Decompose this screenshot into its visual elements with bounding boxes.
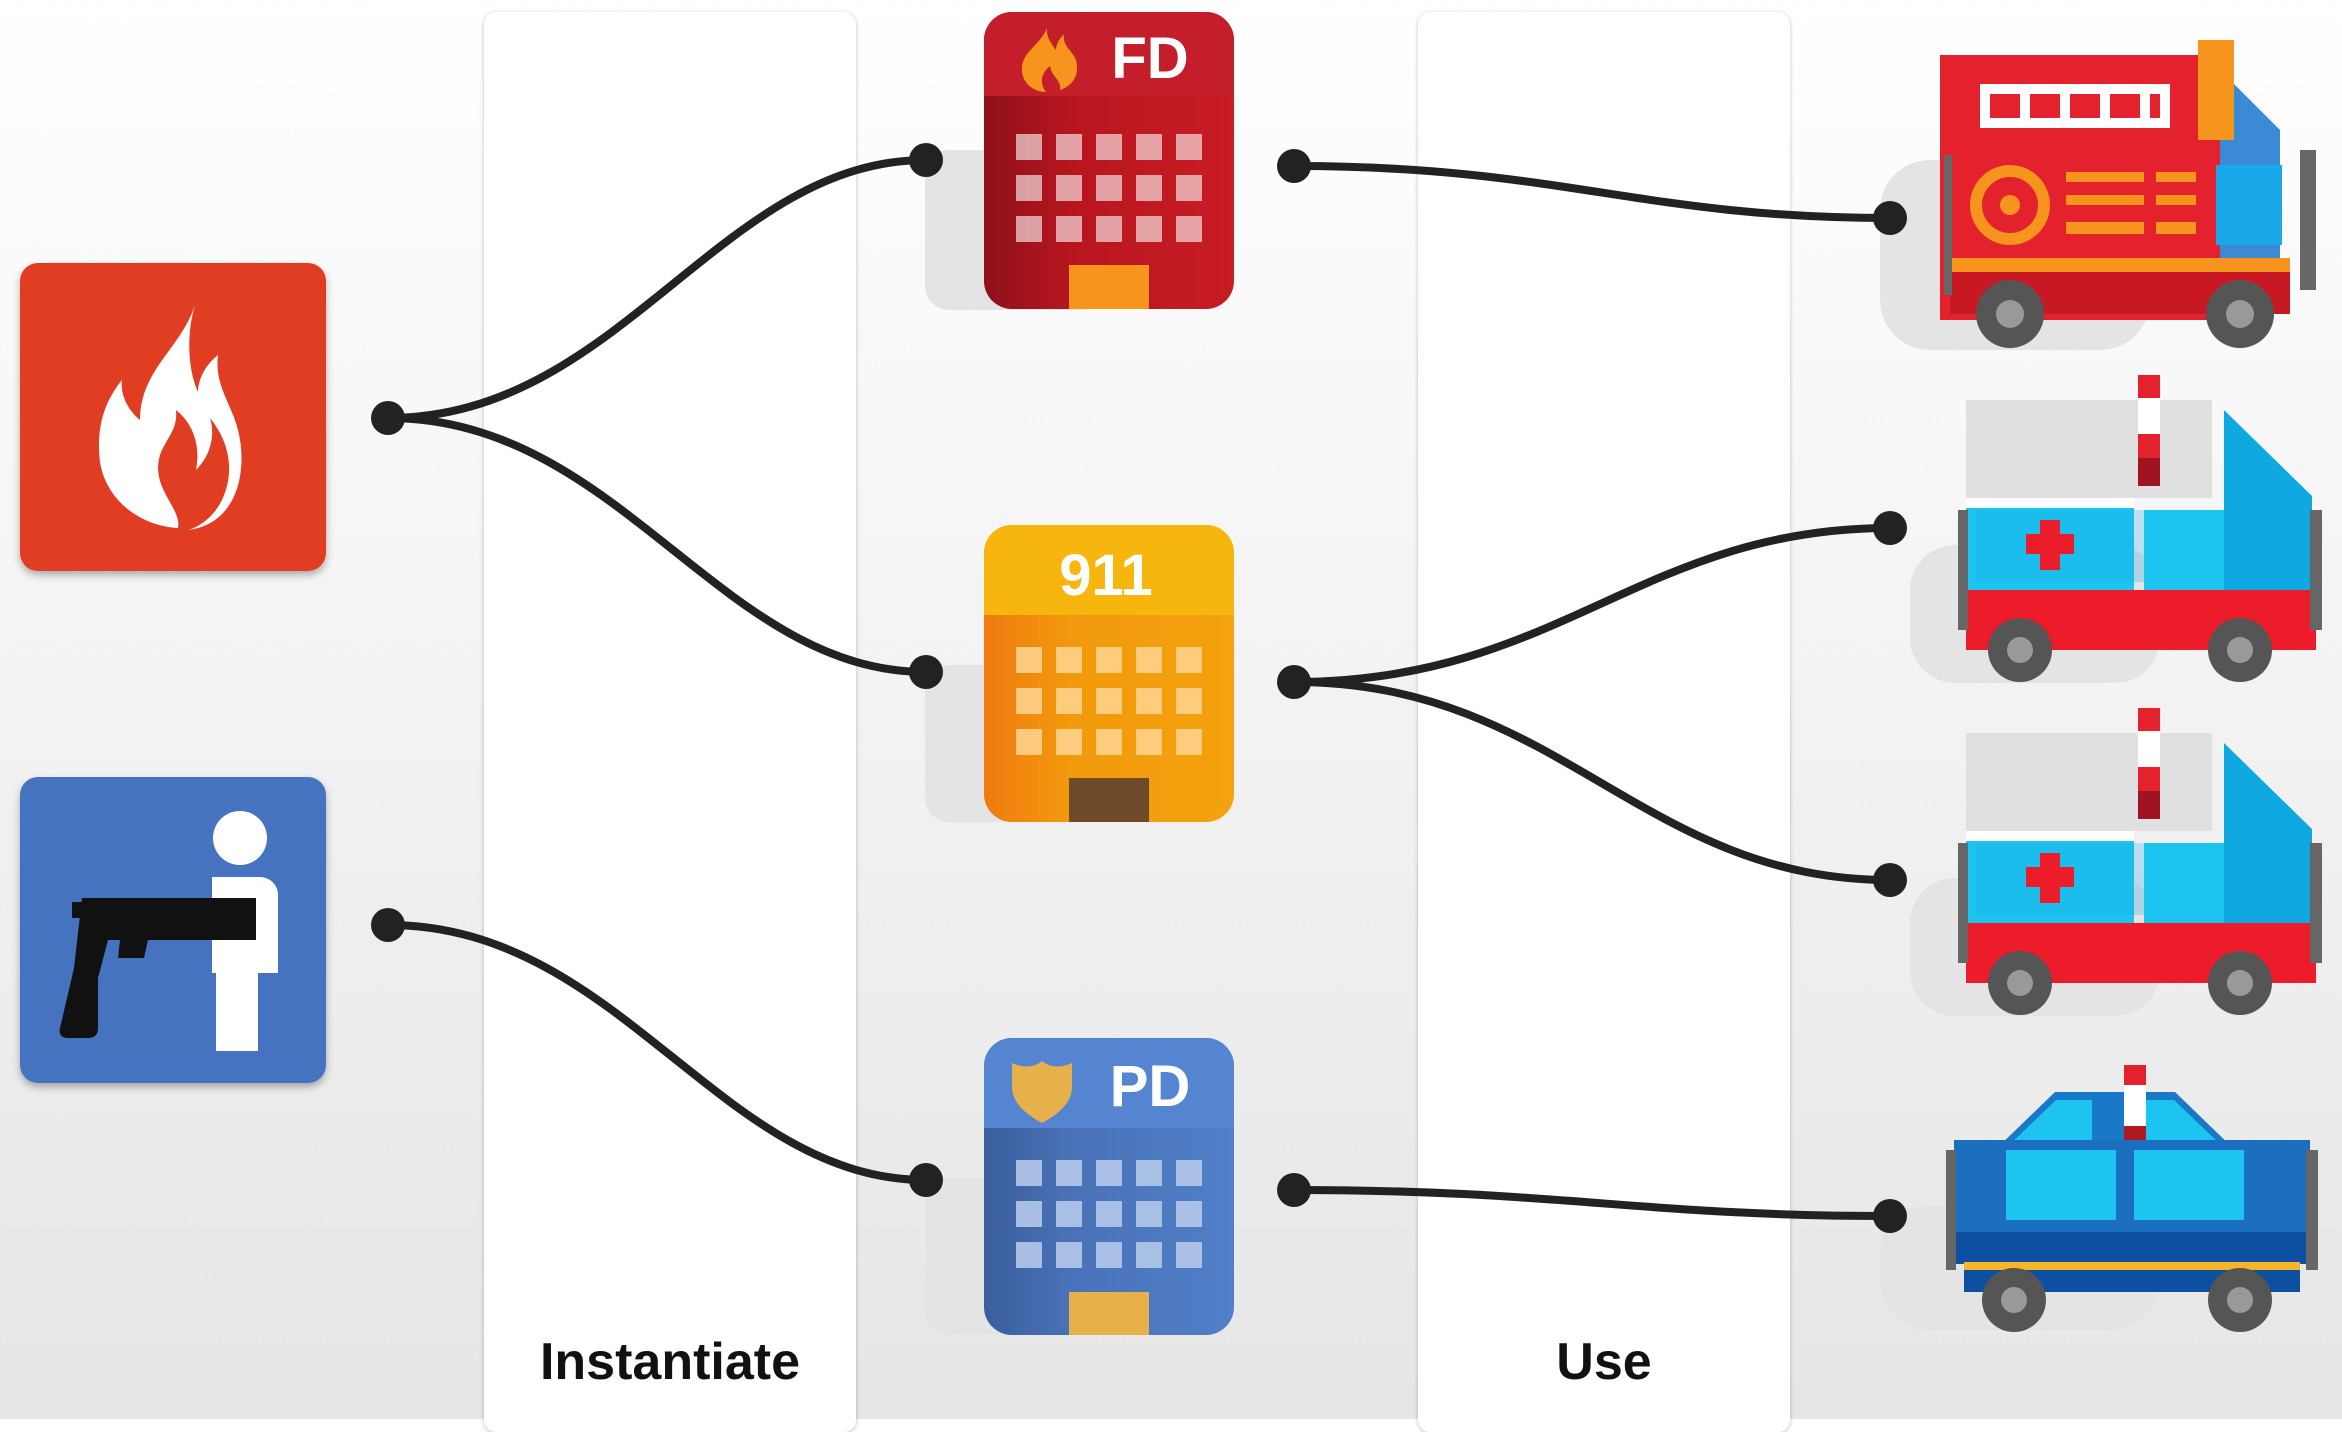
port-911-in bbox=[909, 655, 943, 689]
port-ambulance-1-in bbox=[1873, 511, 1907, 545]
window bbox=[1016, 688, 1042, 714]
pd-label: PD bbox=[1110, 1054, 1191, 1119]
port-pd-out bbox=[1277, 1173, 1311, 1207]
fire-truck bbox=[1880, 40, 2316, 350]
building-door bbox=[1069, 265, 1149, 309]
use-label: Use bbox=[1556, 1333, 1652, 1391]
port-crime-out bbox=[371, 908, 405, 942]
window bbox=[1096, 647, 1122, 673]
window bbox=[1056, 175, 1082, 201]
window bbox=[1176, 647, 1202, 673]
connector-fire-to-fd bbox=[384, 156, 930, 422]
port-fd-out bbox=[1277, 149, 1311, 183]
window bbox=[1016, 729, 1042, 755]
window bbox=[1176, 1242, 1202, 1268]
connections bbox=[384, 156, 1894, 1220]
building-fd: FD bbox=[925, 12, 1234, 310]
building-roof bbox=[984, 525, 1234, 615]
police-car bbox=[1880, 1065, 2318, 1332]
port-fire-out bbox=[371, 401, 405, 435]
window bbox=[1096, 729, 1122, 755]
window bbox=[1096, 1242, 1122, 1268]
instantiate-label: Instantiate bbox=[539, 1333, 801, 1391]
window bbox=[1176, 134, 1202, 160]
shield-badge-icon bbox=[1012, 1061, 1072, 1123]
window bbox=[1136, 134, 1162, 160]
window bbox=[1136, 175, 1162, 201]
connector-fire-to-911 bbox=[384, 414, 930, 676]
building-door bbox=[1069, 778, 1149, 822]
connection-ports bbox=[371, 143, 1907, 1233]
port-ambulance-2-in bbox=[1873, 863, 1907, 897]
window bbox=[1056, 1160, 1082, 1186]
window bbox=[1136, 688, 1162, 714]
connector-crime-to-pd bbox=[384, 921, 930, 1184]
window bbox=[1176, 216, 1202, 242]
port-policecar-in bbox=[1873, 1199, 1907, 1233]
fire-icon bbox=[98, 305, 242, 530]
building-911: 911 bbox=[925, 525, 1234, 822]
building-windows bbox=[1016, 1160, 1202, 1268]
window bbox=[1056, 688, 1082, 714]
window bbox=[1016, 647, 1042, 673]
building-roof bbox=[984, 12, 1234, 96]
building-windows bbox=[1016, 647, 1202, 755]
emergency-fire bbox=[20, 263, 326, 571]
ambulance-2 bbox=[1910, 708, 2322, 1016]
window bbox=[1016, 216, 1042, 242]
fd-label: FD bbox=[1111, 26, 1188, 91]
window bbox=[1176, 1160, 1202, 1186]
port-firetruck-in bbox=[1873, 201, 1907, 235]
window bbox=[1096, 688, 1122, 714]
window bbox=[1096, 1160, 1122, 1186]
window bbox=[1056, 1242, 1082, 1268]
window bbox=[1136, 729, 1162, 755]
window bbox=[1136, 1160, 1162, 1186]
building-door bbox=[1069, 1292, 1149, 1335]
window bbox=[1096, 1201, 1122, 1227]
window bbox=[1016, 1242, 1042, 1268]
dispatch-label: 911 bbox=[1059, 543, 1153, 608]
building-windows bbox=[1016, 134, 1202, 242]
instantiate-panel: Instantiate bbox=[484, 12, 856, 1432]
window bbox=[1176, 688, 1202, 714]
window bbox=[1056, 647, 1082, 673]
window bbox=[1016, 1160, 1042, 1186]
window bbox=[1136, 1201, 1162, 1227]
port-fd-in bbox=[909, 143, 943, 177]
emergency-crime bbox=[20, 777, 326, 1083]
window bbox=[1136, 1242, 1162, 1268]
gunman-icon bbox=[59, 811, 278, 1051]
window bbox=[1176, 1201, 1202, 1227]
flame-badge-icon bbox=[1021, 28, 1078, 92]
ambulance-1 bbox=[1910, 375, 2322, 683]
window bbox=[1136, 647, 1162, 673]
window bbox=[1096, 134, 1122, 160]
window bbox=[1096, 175, 1122, 201]
window bbox=[1016, 1201, 1042, 1227]
port-pd-in bbox=[909, 1163, 943, 1197]
window bbox=[1056, 1201, 1082, 1227]
building-pd: PD bbox=[925, 1038, 1234, 1335]
window bbox=[1056, 134, 1082, 160]
window bbox=[1056, 216, 1082, 242]
window bbox=[1176, 175, 1202, 201]
connector-911-to-ambulance-1 bbox=[1290, 524, 1894, 686]
connector-911-to-ambulance-2 bbox=[1290, 678, 1894, 884]
connector-pd-to-policecar bbox=[1290, 1186, 1894, 1220]
window bbox=[1176, 729, 1202, 755]
window bbox=[1136, 216, 1162, 242]
port-911-out bbox=[1277, 665, 1311, 699]
window bbox=[1056, 729, 1082, 755]
connector-fd-to-firetruck bbox=[1290, 162, 1894, 222]
window bbox=[1016, 175, 1042, 201]
window bbox=[1016, 134, 1042, 160]
window bbox=[1096, 216, 1122, 242]
